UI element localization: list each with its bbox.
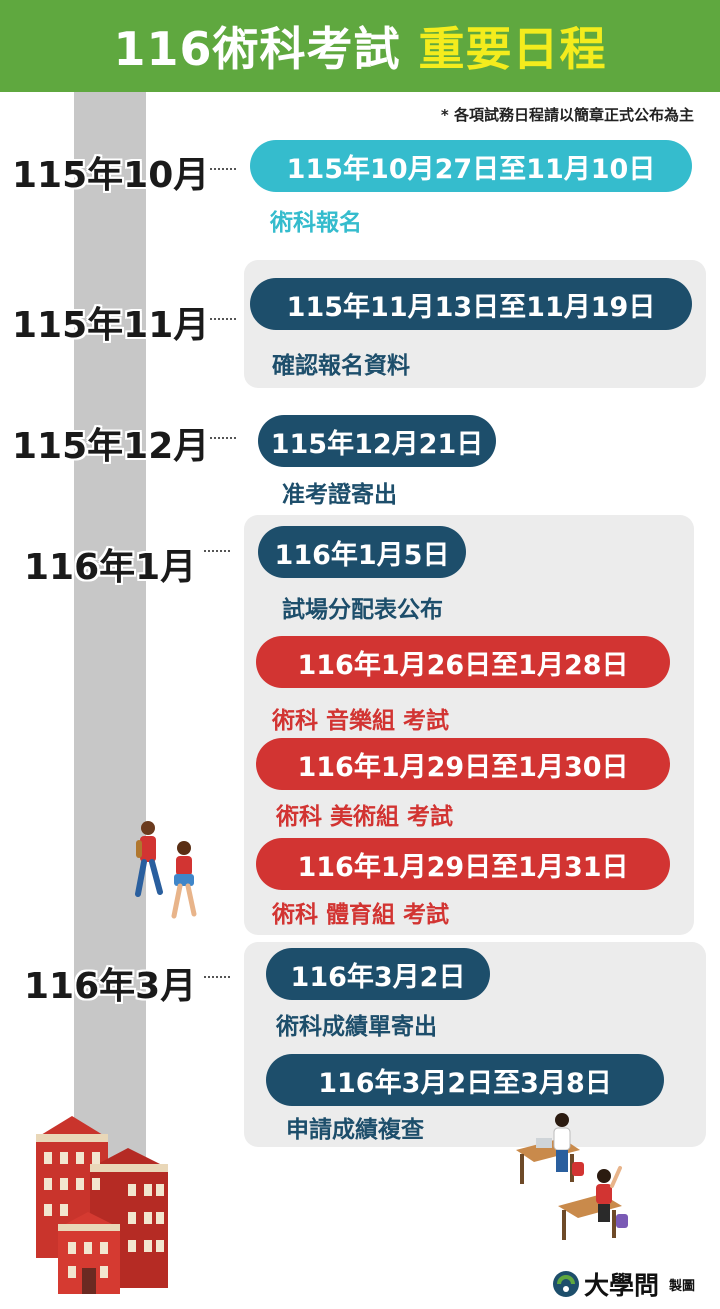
event-date-pill: 116年1月5日	[258, 526, 466, 578]
brand-icon	[553, 1271, 579, 1297]
month-label: 115年12月	[12, 426, 210, 467]
title-main: 116術科考試	[113, 22, 401, 76]
studying-students-illustration	[516, 1113, 628, 1240]
event-label: 確認報名資料	[272, 353, 410, 379]
event-date-pill: 115年11月13日至11月19日	[250, 278, 692, 330]
dotted-connector	[210, 437, 236, 439]
header-banner	[0, 0, 720, 92]
month-label: 115年11月	[12, 305, 210, 346]
logo-name: 大學問	[584, 1271, 660, 1300]
event-label: 術科成績單寄出	[276, 1014, 437, 1040]
school-building-illustration	[36, 1116, 168, 1294]
event-date-pill: 116年1月26日至1月28日	[256, 636, 670, 688]
event-label: 准考證寄出	[282, 482, 397, 508]
logo-credit: 製圖	[669, 1278, 696, 1294]
page-title: 116術科考試 重要日程	[0, 0, 720, 92]
event-date-pill: 116年1月29日至1月31日	[256, 838, 670, 890]
dotted-connector	[210, 168, 236, 170]
event-label: 術科 美術組 考試	[276, 804, 454, 830]
publisher-logo: 大學問 製圖	[552, 1266, 695, 1302]
title-highlight: 重要日程	[418, 22, 607, 76]
month-label: 116年3月	[24, 966, 197, 1007]
dotted-connector	[210, 318, 236, 320]
event-date-pill: 115年10月27日至11月10日	[250, 140, 692, 192]
event-date-pill: 116年1月29日至1月30日	[256, 738, 670, 790]
timeline-bar	[74, 92, 146, 1262]
event-date-pill: 115年12月21日	[258, 415, 496, 467]
event-label: 術科 體育組 考試	[272, 902, 450, 928]
month-label: 115年10月	[12, 155, 210, 196]
event-label: 術科報名	[270, 210, 362, 236]
walking-students-illustration	[135, 821, 197, 919]
event-label: 申請成績複查	[286, 1117, 424, 1143]
event-date-pill: 116年3月2日	[266, 948, 490, 1000]
month-label: 116年1月	[24, 547, 197, 588]
event-date-pill: 116年3月2日至3月8日	[266, 1054, 664, 1106]
dotted-connector	[204, 976, 230, 978]
event-label: 術科 音樂組 考試	[272, 708, 450, 734]
schedule-note: * 各項試務日程請以簡章正式公布為主	[440, 106, 694, 124]
dotted-connector	[204, 550, 230, 552]
event-label: 試場分配表公布	[282, 597, 443, 623]
